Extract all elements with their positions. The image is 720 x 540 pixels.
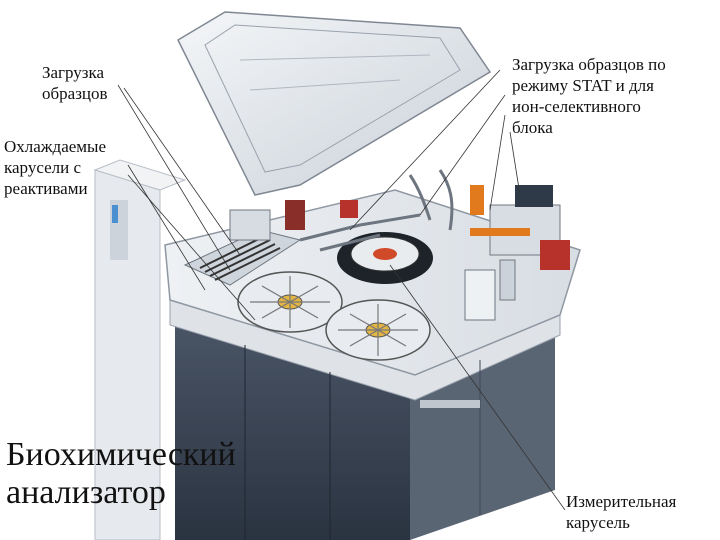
reagent-carousel-2: [325, 299, 431, 361]
probe-arms: [299, 169, 454, 252]
label-measuring-carousel: Измерительная карусель: [566, 492, 677, 532]
analyzer-cabinet: [169, 299, 561, 540]
measuring-carousel: [337, 232, 433, 284]
side-cabinet: [93, 159, 187, 540]
ise-block: [340, 185, 570, 321]
reagent-carousel-1: [237, 271, 343, 333]
label-sample-loading: Загрузка образцов: [42, 63, 108, 103]
reagent-racks: [183, 200, 305, 286]
label-stat-loading: Загрузка образцов по режиму STAT и для и…: [512, 55, 666, 137]
analyzer-lid: [177, 11, 492, 196]
diagram-title: Биохимический анализатор: [6, 436, 236, 511]
label-cooled-reagent-carousels: Охлаждаемые карусели с реактивами: [4, 137, 107, 198]
leader-lines: [117, 69, 566, 511]
